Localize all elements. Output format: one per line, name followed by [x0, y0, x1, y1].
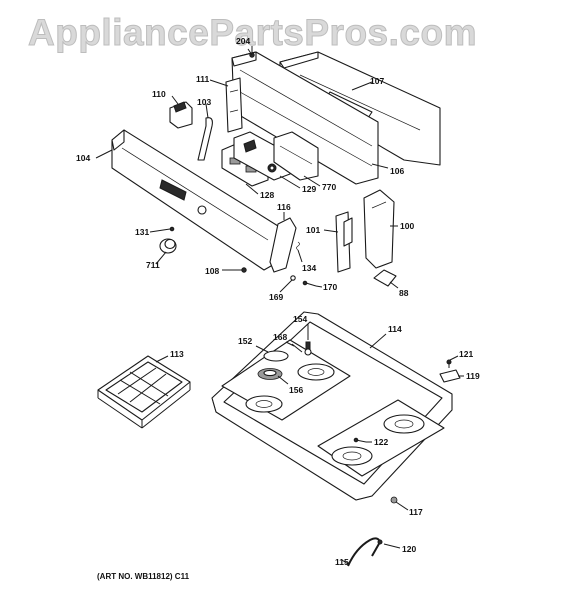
part-label-100: 100 [400, 221, 415, 231]
part-label-114: 114 [388, 324, 402, 334]
part-label-103: 103 [197, 97, 212, 107]
part-label-770: 770 [322, 182, 337, 192]
part-103-harness [197, 117, 213, 161]
part-label-129: 129 [302, 184, 317, 194]
part-label-106: 106 [390, 166, 405, 176]
part-101-bracket [335, 211, 353, 273]
part-label-152: 152 [238, 336, 253, 346]
part-label-107: 107 [370, 76, 385, 86]
part-106-backguard [231, 51, 379, 185]
part-label-204: 204 [236, 36, 251, 46]
part-label-131: 131 [135, 227, 150, 237]
part-label-116: 116 [277, 202, 291, 212]
part-122-screw [353, 437, 367, 443]
part-115-tube [347, 537, 382, 567]
part-label-128: 128 [260, 190, 275, 200]
part-label-156: 156 [289, 385, 304, 395]
part-label-170: 170 [323, 282, 338, 292]
part-label-121: 121 [459, 349, 474, 359]
part-label-101: 101 [306, 225, 321, 235]
part-116-side-trim [269, 217, 297, 273]
part-113-grate [97, 355, 191, 429]
part-121-screw [446, 359, 452, 368]
part-label-134: 134 [302, 263, 317, 273]
part-131-clip [169, 226, 175, 232]
art-number: (ART NO. WB11812) C11 [97, 572, 190, 581]
part-label-108: 108 [205, 266, 220, 276]
part-label-110: 110 [152, 89, 166, 99]
part-label-111: 111 [196, 74, 210, 84]
part-711-knob [159, 238, 177, 254]
part-110-module [169, 101, 193, 129]
part-156-burner-head [257, 368, 283, 380]
part-label-168: 168 [273, 332, 288, 342]
part-108-screw [241, 267, 247, 273]
part-117-grommet [390, 496, 398, 504]
part-104-control-panel [111, 129, 279, 271]
part-label-122: 122 [374, 437, 389, 447]
part-label-120: 120 [402, 544, 417, 554]
part-label-119: 119 [466, 371, 480, 381]
part-119-bracket [439, 369, 461, 383]
part-154-orifice [304, 341, 312, 356]
part-label-169: 169 [269, 292, 284, 302]
part-129-board [233, 131, 291, 181]
part-label-154: 154 [293, 314, 308, 324]
part-label-104: 104 [76, 153, 91, 163]
part-label-88: 88 [399, 288, 409, 298]
part-770-panel [273, 131, 319, 181]
part-169-clip [290, 275, 296, 281]
part-134-spring [296, 241, 300, 251]
part-label-113: 113 [170, 349, 184, 359]
part-152-burner-cap [263, 350, 289, 362]
part-label-117: 117 [409, 507, 423, 517]
part-170-screw [302, 280, 317, 287]
leader-lines [95, 46, 464, 565]
part-120-clip [377, 539, 383, 545]
part-111-bracket [225, 77, 243, 133]
part-label-711: 711 [146, 260, 160, 270]
part-100-end-cap [363, 189, 395, 269]
part-label-115: 115 [335, 557, 349, 567]
